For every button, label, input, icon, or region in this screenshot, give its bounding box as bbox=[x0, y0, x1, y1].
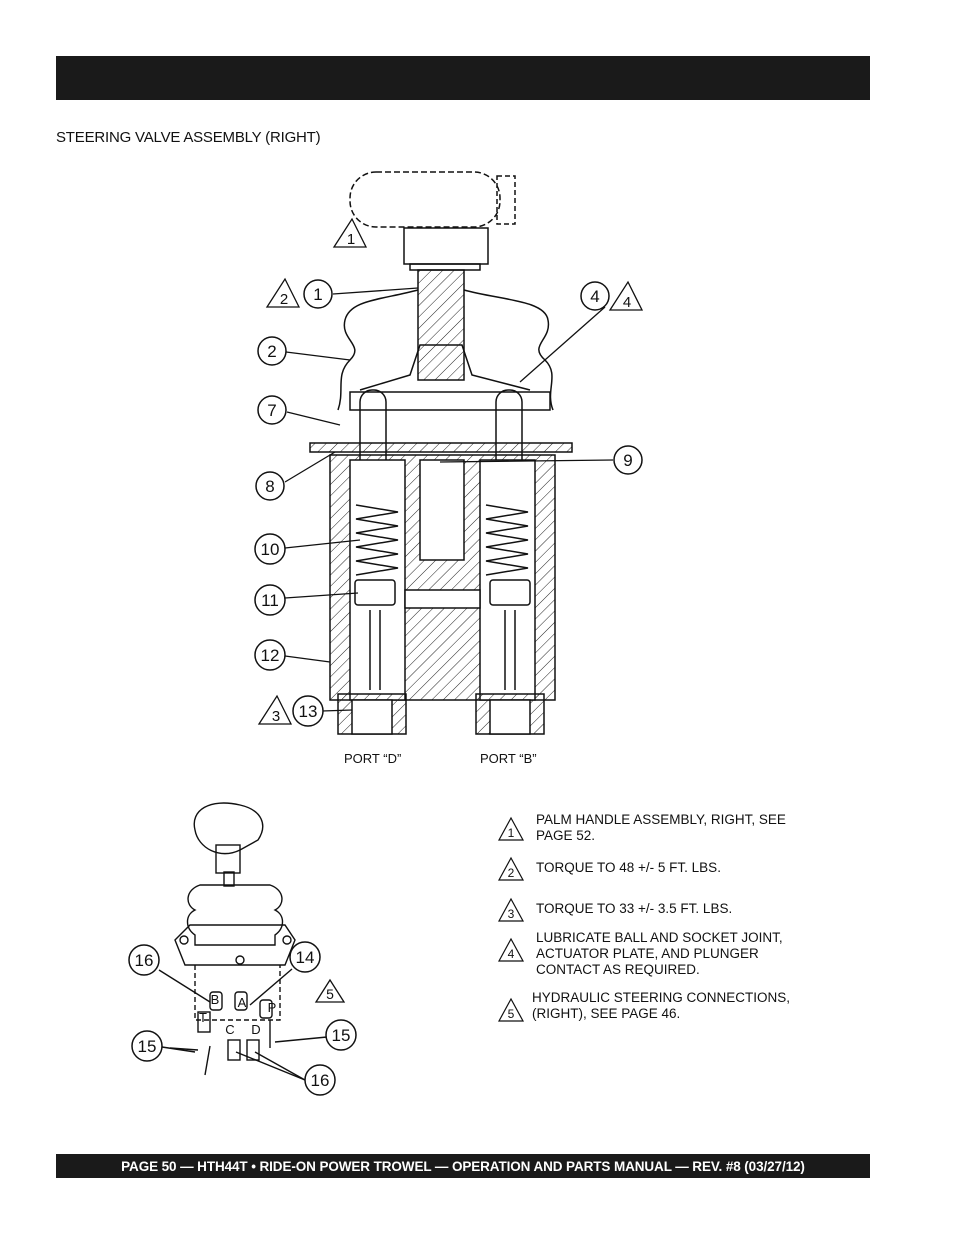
footer-bar: PAGE 50 — HTH44T • RIDE-ON POWER TROWEL … bbox=[56, 1154, 870, 1178]
note-4: LUBRICATE BALL AND SOCKET JOINT, ACTUATO… bbox=[496, 930, 856, 978]
note-3: TORQUE TO 33 +/- 3.5 FT. LBS. bbox=[496, 901, 856, 917]
spring-left bbox=[355, 504, 399, 576]
port-letter-t: T bbox=[199, 1010, 207, 1025]
triangle-5: 5 bbox=[326, 986, 334, 1002]
spring-right bbox=[485, 504, 529, 576]
note-4-text: LUBRICATE BALL AND SOCKET JOINT, ACTUATO… bbox=[536, 930, 783, 977]
note-1: PALM HANDLE ASSEMBLY, RIGHT, SEE PAGE 52… bbox=[496, 812, 856, 844]
iso-palm-handle bbox=[193, 802, 264, 855]
callout-14: 14 bbox=[296, 948, 315, 967]
triangle-2: 2 bbox=[280, 291, 288, 308]
note-5: HYDRAULIC STEERING CONNECTIONS, (RIGHT),… bbox=[496, 990, 856, 1022]
callout-1: 1 bbox=[313, 285, 322, 304]
callout-15-right: 15 bbox=[332, 1026, 351, 1045]
callout-16-bottom: 16 bbox=[311, 1071, 330, 1090]
note-triangle-3: 3 bbox=[508, 907, 515, 921]
triangle-3: 3 bbox=[272, 708, 280, 725]
triangle-4: 4 bbox=[623, 294, 631, 311]
note-triangle-5: 5 bbox=[508, 1007, 515, 1021]
callout-9: 9 bbox=[623, 451, 632, 470]
footer-text: PAGE 50 — HTH44T • RIDE-ON POWER TROWEL … bbox=[121, 1158, 805, 1174]
note-3-text: TORQUE TO 33 +/- 3.5 FT. LBS. bbox=[536, 901, 733, 916]
port-letter-b: B bbox=[211, 992, 220, 1007]
callout-8: 8 bbox=[265, 477, 274, 496]
callout-4: 4 bbox=[590, 287, 599, 306]
section-title: STEERING VALVE ASSEMBLY (RIGHT) bbox=[56, 129, 321, 146]
note-triangle-1: 1 bbox=[508, 826, 515, 840]
note-2: TORQUE TO 48 +/- 5 FT. LBS. bbox=[496, 860, 856, 876]
note-1-text: PALM HANDLE ASSEMBLY, RIGHT, SEE PAGE 52… bbox=[536, 812, 786, 843]
callout-10: 10 bbox=[261, 540, 280, 559]
port-letter-c: C bbox=[225, 1022, 234, 1037]
callout-12: 12 bbox=[261, 646, 280, 665]
actuator-plate bbox=[349, 391, 551, 411]
triangle-1: 1 bbox=[347, 231, 355, 248]
port-d-label: PORT “D” bbox=[344, 751, 402, 766]
callout-11: 11 bbox=[261, 591, 279, 610]
callout-2: 2 bbox=[267, 342, 276, 361]
rubber-boot bbox=[337, 289, 554, 411]
port-letter-a: A bbox=[238, 995, 247, 1010]
iso-flange bbox=[174, 924, 296, 966]
callout-7: 7 bbox=[267, 401, 276, 420]
port-b-label: PORT “B” bbox=[480, 751, 537, 766]
header-bar bbox=[56, 56, 870, 100]
note-2-text: TORQUE TO 48 +/- 5 FT. LBS. bbox=[536, 860, 721, 875]
note-triangle-2: 2 bbox=[508, 866, 515, 880]
palm-handle bbox=[349, 171, 501, 228]
valve-stem bbox=[417, 269, 465, 381]
callout-13: 13 bbox=[299, 702, 318, 721]
iso-boot bbox=[186, 884, 284, 946]
callout-15-left: 15 bbox=[138, 1037, 157, 1056]
note-5-text: HYDRAULIC STEERING CONNECTIONS, (RIGHT),… bbox=[532, 990, 791, 1021]
port-letter-d: D bbox=[251, 1022, 260, 1037]
note-triangle-4: 4 bbox=[508, 947, 515, 961]
mounting-flange bbox=[309, 442, 573, 453]
port-letter-p: P bbox=[268, 1000, 277, 1015]
callout-16-top: 16 bbox=[135, 951, 154, 970]
